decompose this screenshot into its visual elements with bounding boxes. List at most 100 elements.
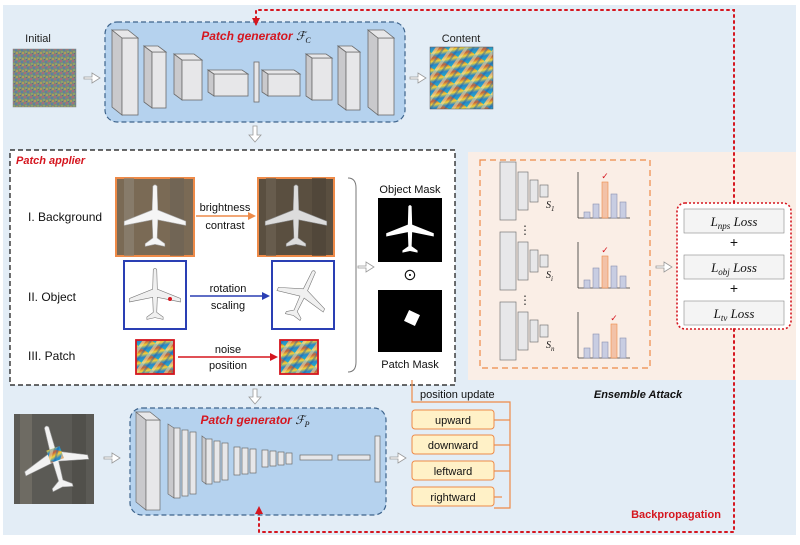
row-object: II. Object rotation scaling [28,259,338,330]
model-layer [517,311,529,351]
model-layer [499,231,517,291]
vdots-icon: ⋮ [519,293,531,307]
backprop-path-bottom [255,328,735,533]
patch-applier-title: Patch applier [16,155,86,167]
model-layer [517,241,529,281]
position-update-title: position update [420,389,495,401]
option-rightward-label: rightward [430,492,475,504]
patch-input-image [135,339,175,375]
ensemble-title: Ensemble Attack [594,389,683,401]
model-layer [529,249,539,273]
loss-nps [683,208,785,234]
backpropagation-loop: Backpropagation [252,9,735,533]
patch-mask-label: Patch Mask [381,359,439,371]
option-downward-label: downward [428,440,478,452]
noise-label: noise [215,344,241,356]
rotation-label: rotation [210,283,247,295]
model-score-bar [592,203,600,219]
content-patch-image [429,46,494,110]
detector-model-2: Si ✓ ⋮ [499,231,630,307]
top-generator-layers [110,29,396,116]
backpropagation-label: Backpropagation [631,509,721,521]
model-label: Sn [546,340,555,353]
check-mark-icon: ✓ [601,245,609,255]
patch-output-image [279,339,319,375]
option-upward-label: upward [435,415,471,427]
top-patch-generator: Initial Patch generator ℱC [12,21,494,143]
row-patch: III. Patch noise position [28,339,319,375]
row-patch-label: III. Patch [28,349,75,363]
option-rightward [411,486,495,507]
check-mark-icon: ✓ [610,313,618,323]
position-label: position [209,360,247,372]
detector-model-1: S1✓⋮ [499,161,630,237]
position-update: position update upward downward leftward… [411,380,511,509]
model-score-bar [583,279,591,289]
arrow-to-position-options [389,452,407,464]
arrow-to-losses [655,261,673,273]
arrow-to-bottom-generator [248,388,262,405]
model-layer [499,161,517,221]
top-generator-title: Patch generator ℱC [201,29,311,45]
object-output-image [271,260,335,330]
arrow-to-content [409,72,427,84]
bottom-generator-title: Patch generator ℱP [200,413,309,429]
loss-items: Lnps Loss + Lobj Loss + Ltv Loss [683,208,785,326]
loss-tv [683,300,785,326]
ensemble-box [479,159,651,369]
model-score-bar [610,193,618,219]
position-update-connector [411,380,511,509]
model-layer [499,301,517,361]
model-score-bar [619,337,627,359]
plus-sign-1: + [730,234,738,250]
model-score-bar [592,267,600,289]
model-layer [529,179,539,203]
initial-noise-image [12,48,77,108]
loss-obj [683,254,785,280]
arrow-to-masks [357,261,375,273]
detector-model-3: Sn ✓ [499,301,630,361]
model-score-bar [610,265,618,289]
model-score-bar [601,255,609,289]
model-label: Si [546,270,553,283]
contrast-label: contrast [205,220,244,232]
model-layer [517,171,529,211]
model-score-bar [619,201,627,219]
model-score-bar [619,275,627,289]
vdots-icon: ⋮ [519,223,531,237]
option-leftward-label: leftward [434,466,473,478]
applier-bracket [347,177,357,373]
arrow-to-applier [248,125,262,143]
row-background: I. Background brightness contrast [28,177,335,257]
initial-label: Initial [25,33,51,45]
model-layer [539,184,549,198]
row-object-label: II. Object [28,290,77,304]
model-layer [529,319,539,343]
svg-text:Lnps Loss: Lnps Loss [710,214,758,231]
bottom-patch-generator: Patch generator ℱP [14,407,387,516]
model-score-bar [583,347,591,359]
scaling-label: scaling [211,300,245,312]
svg-text:Lobj Loss: Lobj Loss [710,260,757,277]
brightness-label: brightness [200,202,251,214]
content-label: Content [442,33,481,45]
model-score-bar [601,341,609,359]
backprop-path-top [252,9,735,204]
model-score-bar [610,323,618,359]
option-leftward [411,460,495,481]
option-upward [411,409,495,430]
model-label: S1 [546,200,555,213]
svg-text:Ltv Loss: Ltv Loss [713,306,755,323]
plus-sign-2: + [730,280,738,296]
arrow-to-generator [83,72,101,84]
object-mask-label: Object Mask [379,184,441,196]
model-score-bar [592,333,600,359]
model-layer [539,254,549,268]
masks: Object Mask ⊙ Patch Mask [378,184,442,371]
model-layer [539,324,549,338]
arrow-to-bottom-box [103,452,121,464]
bottom-generator-layers [135,411,381,511]
option-downward [411,434,495,455]
